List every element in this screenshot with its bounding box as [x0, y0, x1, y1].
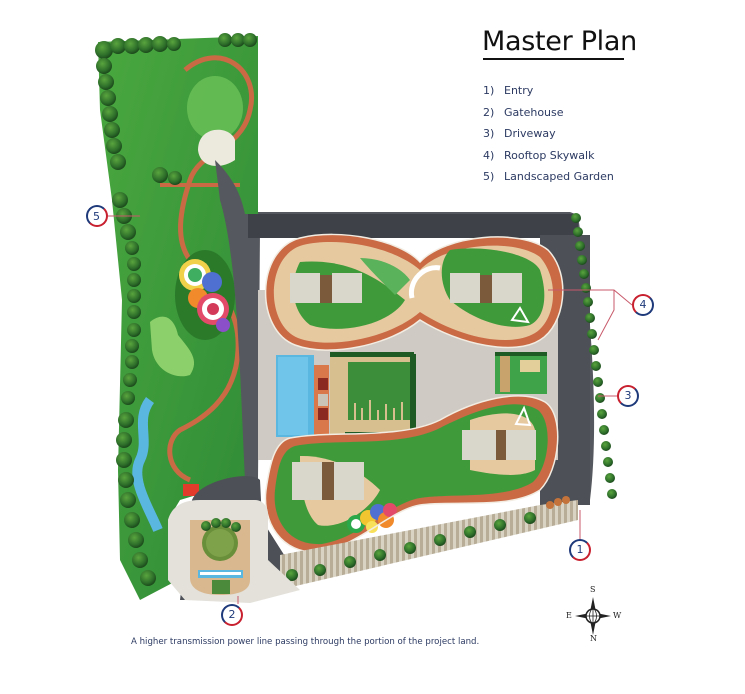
- legend-number: 2): [483, 105, 495, 119]
- marker-1-entry: 1: [569, 539, 591, 561]
- marker-5-landscaped-garden: 5: [86, 205, 108, 227]
- footnote-power-line: A higher transmission power line passing…: [131, 637, 480, 647]
- legend-number: 3): [483, 127, 495, 140]
- page-title: Master Plan: [482, 26, 637, 57]
- legend-label: Entry: [504, 84, 534, 97]
- legend-label: Driveway: [504, 127, 556, 140]
- marker-4-rooftop-skywalk: 4: [632, 294, 654, 316]
- compass-south-label: S: [590, 585, 596, 594]
- marker-number: 2: [228, 608, 236, 621]
- rooftop-skywalk-south: [264, 395, 559, 553]
- legend-label: Rooftop Skywalk: [504, 148, 595, 162]
- southern-planting-strip: [280, 496, 578, 590]
- legend-list: 1) Entry 2) Gatehouse 3) Driveway 4) Rooftop…: [483, 84, 614, 192]
- compass-rose: S E W N: [563, 585, 623, 644]
- legend-number: 5): [483, 170, 495, 183]
- marker-3-driveway: 3: [617, 385, 639, 407]
- compass-north-label: N: [590, 634, 597, 643]
- legend-number: 4): [483, 148, 495, 162]
- rooftop-skywalk-north: [264, 233, 564, 351]
- pool-and-lawn: [276, 352, 416, 437]
- legend-item-entry: 1) Entry: [483, 84, 614, 106]
- compass-icon: [575, 597, 611, 635]
- marker-number: 5: [93, 210, 101, 223]
- marker-number: 4: [639, 298, 647, 311]
- marker-leader-lines: [108, 215, 633, 604]
- east-garden-plot: [495, 352, 547, 394]
- legend-number: 1): [483, 84, 495, 97]
- legend-label: Landscaped Garden: [504, 170, 614, 183]
- marker-2-gatehouse: 2: [221, 604, 243, 626]
- legend-item-landscaped-garden: 5) Landscaped Garden: [483, 170, 614, 192]
- marker-number: 1: [576, 543, 584, 556]
- legend-item-rooftop-skywalk: 4) Rooftop Skywalk: [483, 149, 614, 171]
- legend-item-driveway: 3) Driveway: [483, 127, 614, 149]
- compass-east-label: E: [566, 611, 572, 620]
- compass-west-label: W: [613, 611, 622, 620]
- legend-item-gatehouse: 2) Gatehouse: [483, 106, 614, 128]
- title-underline: [483, 58, 624, 60]
- legend-label: Gatehouse: [504, 105, 564, 119]
- marker-number: 3: [624, 389, 632, 402]
- gatehouse-plaza: [168, 500, 300, 603]
